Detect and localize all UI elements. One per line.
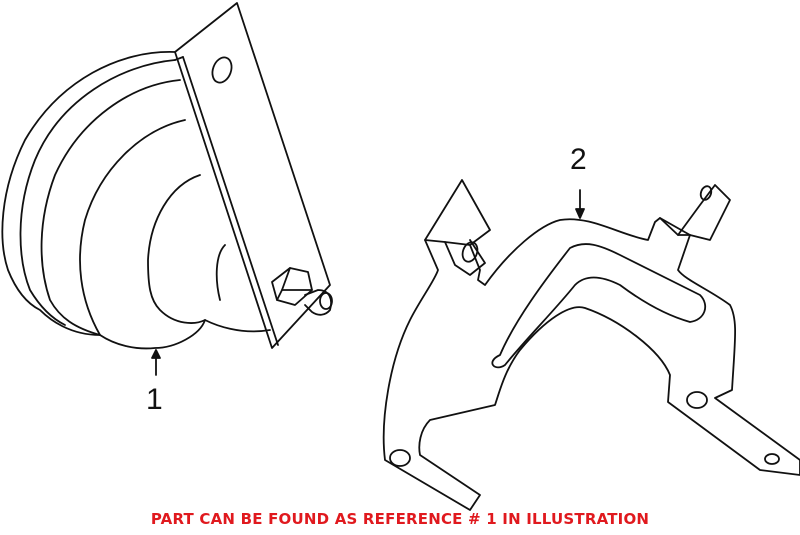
reference-caption: PART CAN BE FOUND AS REFERENCE # 1 IN IL… bbox=[150, 510, 650, 528]
callout-2-label: 2 bbox=[570, 143, 587, 176]
callout-1-label: 1 bbox=[146, 383, 163, 416]
horn-drawing bbox=[1, 2, 333, 350]
callout-2-arrow bbox=[575, 189, 585, 219]
bracket-drawing bbox=[382, 179, 800, 511]
callout-1-arrow bbox=[151, 349, 161, 376]
